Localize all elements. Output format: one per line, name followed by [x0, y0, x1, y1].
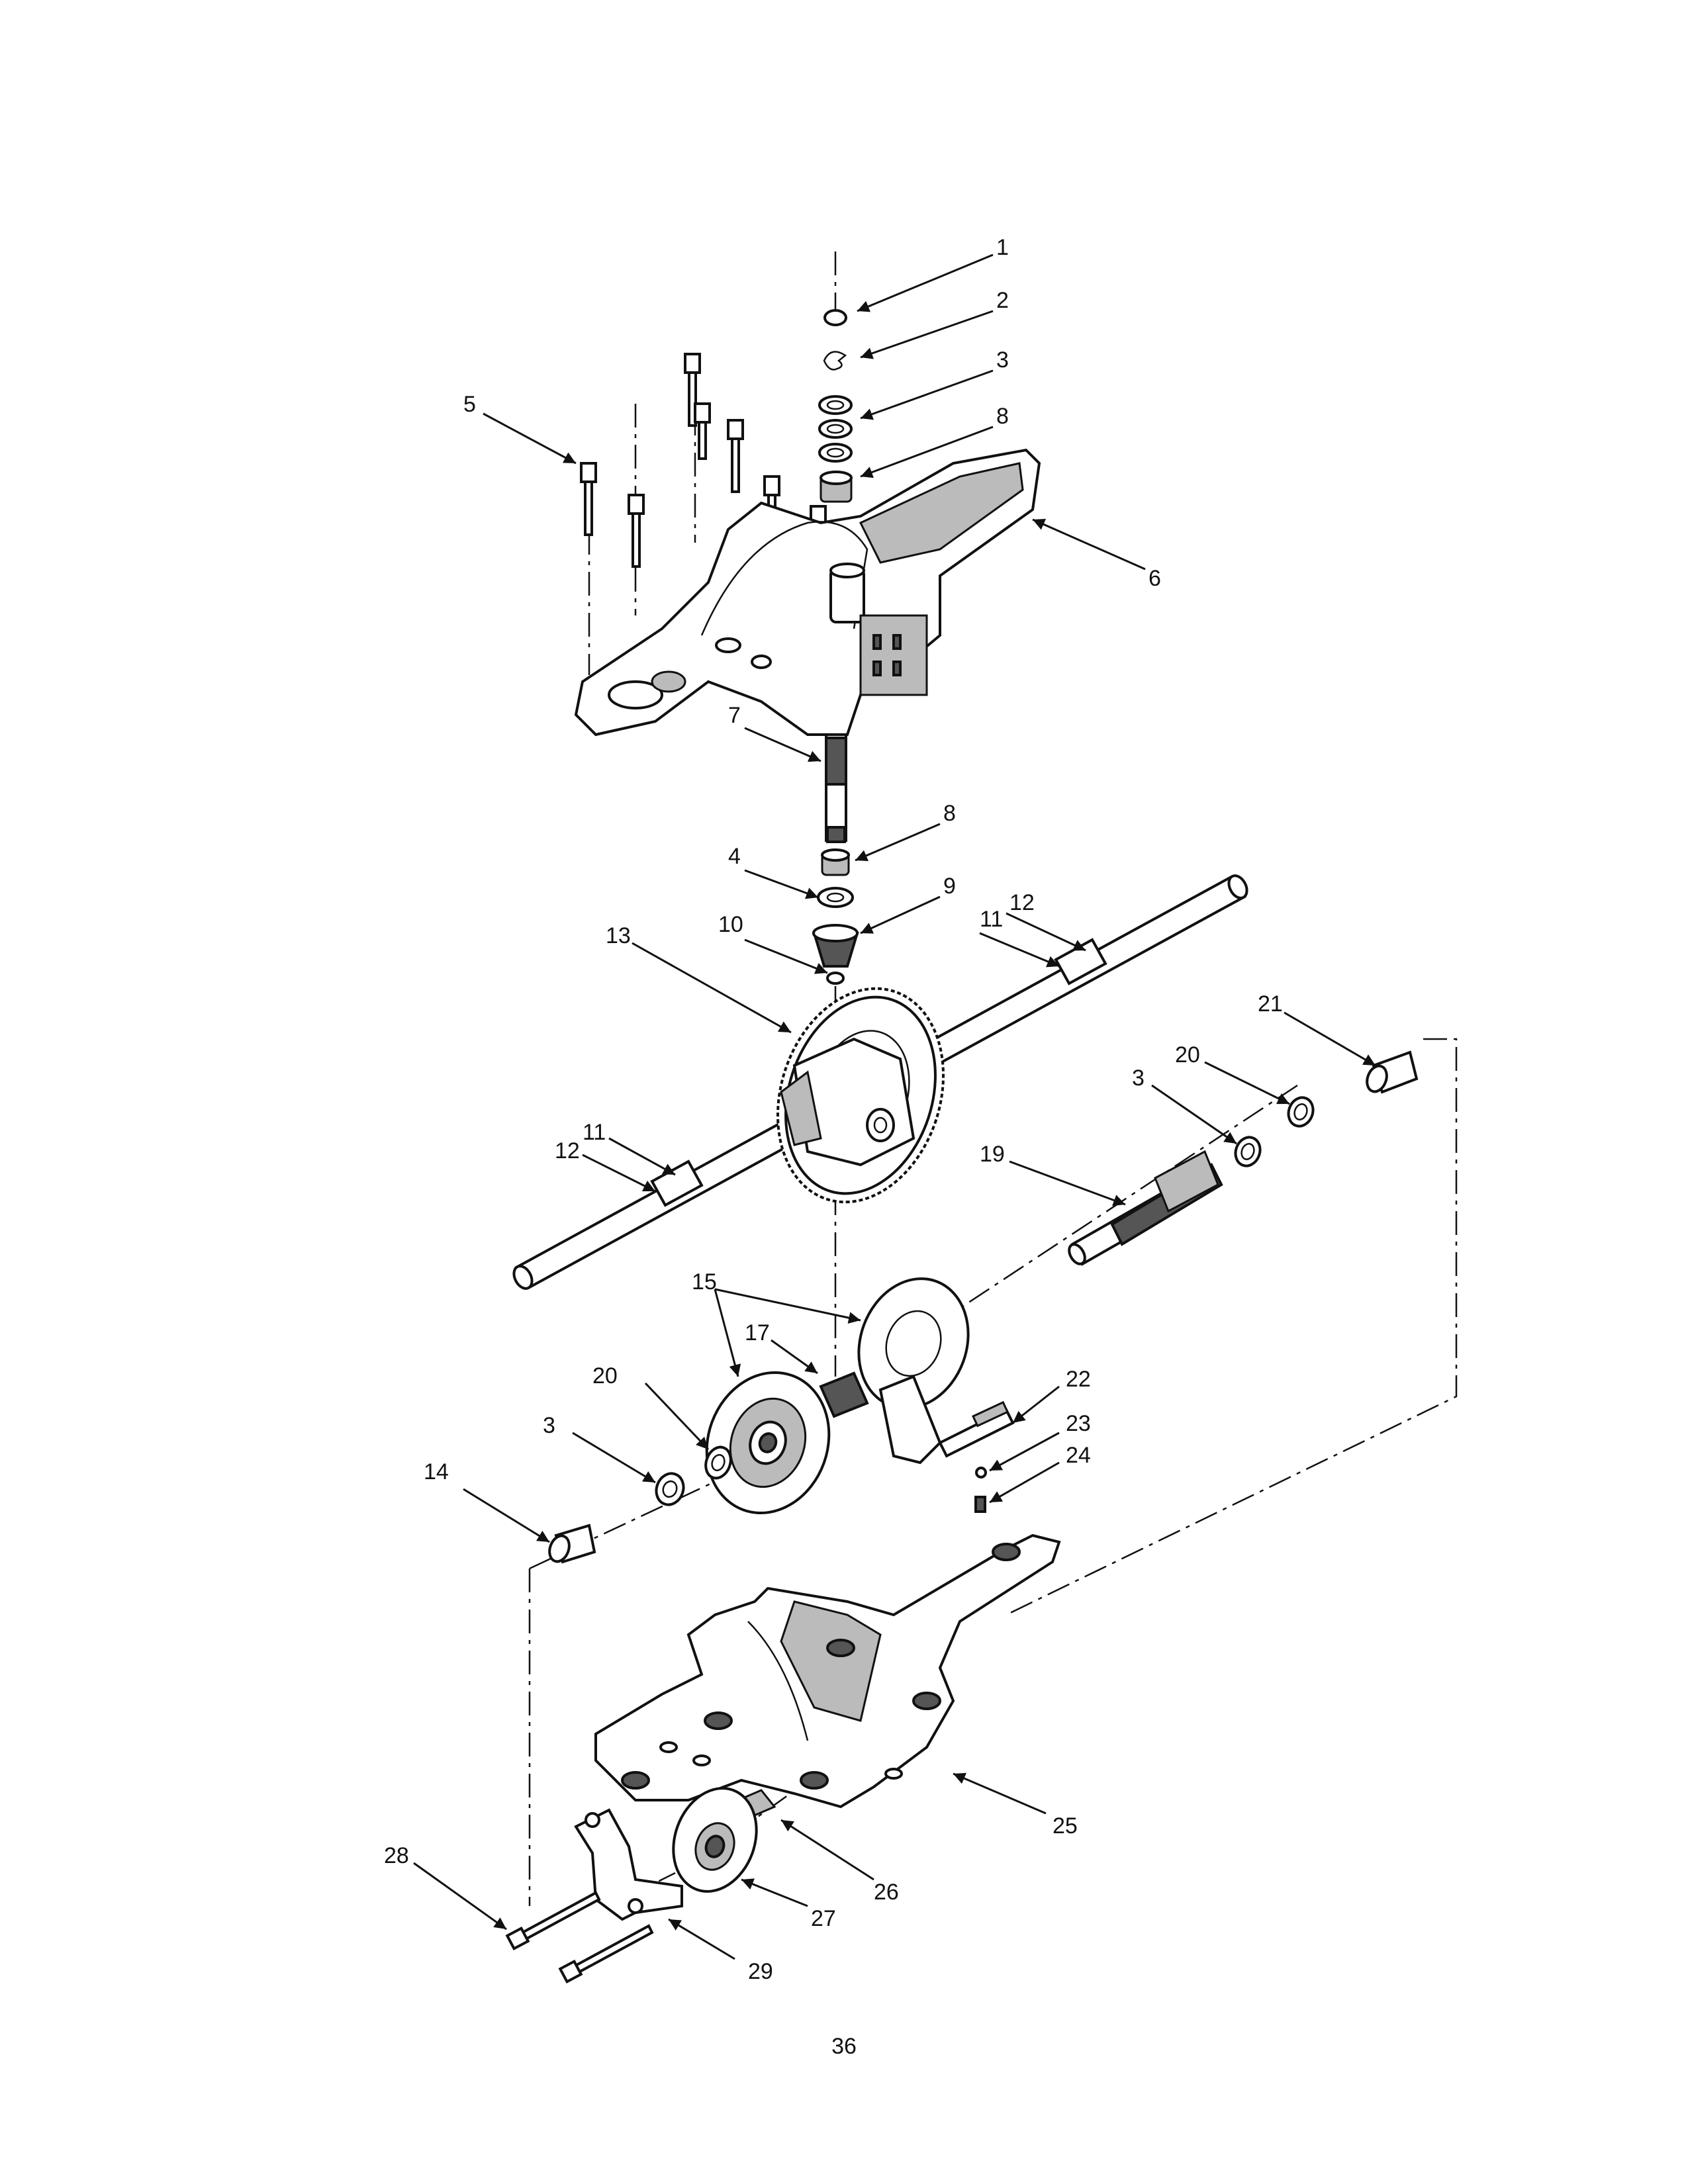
callout-label: 24 [1066, 1443, 1091, 1468]
callout-label: 8 [996, 404, 1009, 429]
page-number: 36 [831, 2034, 857, 2059]
callout-label: 23 [1066, 1411, 1091, 1436]
input-shaft-assembly [812, 733, 859, 985]
callout-label: 4 [728, 844, 741, 869]
callout-label: 1 [996, 235, 1009, 260]
upper-small-parts [818, 309, 853, 503]
bolt-part [558, 1924, 654, 1984]
callout-label: 10 [718, 912, 743, 937]
brake-lever-part [878, 1375, 942, 1465]
washer-part [818, 419, 853, 439]
callout-labels: 1 2 3 8 5 6 7 8 4 9 10 11 12 13 21 20 3 … [384, 235, 1283, 1984]
callout-label: 13 [606, 923, 631, 948]
callout-label: 11 [583, 1120, 606, 1145]
washer-part [818, 395, 853, 415]
callout-label: 22 [1066, 1367, 1091, 1392]
brake-cam-part [819, 1371, 869, 1418]
axle-differential-assembly [512, 874, 1248, 1290]
callout-label: 9 [943, 874, 956, 899]
washer-part [1234, 1136, 1262, 1167]
callout-label: 27 [811, 1906, 836, 1931]
bolt-part [684, 353, 701, 427]
retaining-ring-part [826, 972, 845, 985]
spring-part [974, 1496, 986, 1513]
axle-bushing-part [650, 1160, 704, 1207]
washer-part [817, 887, 854, 908]
callout-label: 7 [728, 703, 741, 728]
callout-label: 2 [996, 288, 1009, 313]
washer-part [704, 1445, 732, 1480]
brake-assembly [705, 1277, 1015, 1515]
callout-label: 3 [996, 347, 1009, 373]
callout-label: 15 [692, 1269, 717, 1295]
callout-label: 20 [592, 1363, 618, 1388]
leader-lines [413, 253, 1376, 1960]
callout-label: 11 [980, 907, 1003, 932]
washer-part [655, 1472, 685, 1506]
bottom-parts [505, 1787, 776, 1984]
callout-label: 3 [543, 1413, 555, 1438]
callout-label: 3 [1132, 1066, 1145, 1091]
callout-label: 6 [1149, 566, 1161, 591]
callout-label: 14 [424, 1459, 449, 1484]
bolt-part [505, 1891, 601, 1951]
e-clip-part [823, 351, 847, 371]
washer-part [1287, 1096, 1315, 1128]
callout-label: 8 [943, 801, 956, 826]
callout-label: 19 [980, 1142, 1005, 1167]
callout-label: 12 [555, 1138, 580, 1163]
retaining-ring-part [823, 309, 847, 326]
washer-part [818, 443, 853, 463]
callout-label: 25 [1053, 1813, 1078, 1839]
bolt-part [628, 494, 645, 568]
output-shaft-assembly [1068, 1050, 1419, 1266]
callout-label: 28 [384, 1843, 409, 1868]
callout-label: 5 [463, 392, 476, 417]
callout-label: 17 [745, 1320, 770, 1345]
callout-label: 29 [748, 1959, 773, 1984]
callout-label: 20 [1175, 1042, 1200, 1068]
detent-ball-part [975, 1467, 987, 1479]
bolt-part [580, 462, 597, 536]
callout-label: 12 [1009, 890, 1035, 915]
upper-housing-part [574, 448, 1041, 737]
lower-housing-part [594, 1533, 1061, 1809]
left-small-parts [548, 1445, 732, 1564]
bolt-part [727, 419, 744, 493]
bracket-part [574, 1808, 683, 1921]
callout-label: 26 [874, 1880, 899, 1905]
bolt-part [694, 402, 711, 460]
callout-label: 21 [1258, 991, 1283, 1017]
